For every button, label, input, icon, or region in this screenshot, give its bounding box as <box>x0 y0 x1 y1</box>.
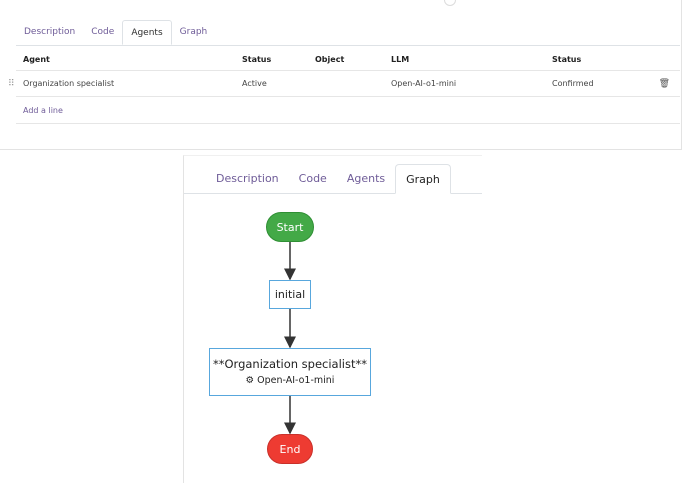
tab-code-graph[interactable]: Code <box>298 172 327 185</box>
header-llm[interactable]: LLM <box>391 55 410 64</box>
cell-status-2[interactable]: Confirmed <box>552 79 594 88</box>
graph-panel: Description Code Agents Graph Start init… <box>183 155 482 483</box>
initial-node[interactable]: initial <box>269 280 311 309</box>
add-line-row: Add a line <box>16 99 680 124</box>
header-status[interactable]: Status <box>242 55 272 64</box>
agent-node[interactable]: **Organization specialist** ⚙ Open-AI-o1… <box>209 348 371 396</box>
drag-handle-icon[interactable]: ⠿ <box>8 79 14 89</box>
agent-node-llm: ⚙ Open-AI-o1-mini <box>246 374 335 388</box>
tab-description-graph[interactable]: Description <box>216 172 279 185</box>
cell-status[interactable]: Active <box>242 79 267 88</box>
header-agent[interactable]: Agent <box>23 55 50 64</box>
end-label: End <box>279 442 301 456</box>
cell-agent[interactable]: Organization specialist <box>23 79 115 88</box>
agent-node-llm-label: Open-AI-o1-mini <box>257 375 335 386</box>
agent-node-title: **Organization specialist** <box>213 357 367 371</box>
gear-icon: ⚙ <box>245 375 255 386</box>
tab-graph-graph[interactable]: Graph <box>395 164 451 194</box>
header-status-2[interactable]: Status <box>552 55 582 64</box>
add-line-link[interactable]: Add a line <box>23 106 63 115</box>
tab-graph[interactable]: Graph <box>179 27 208 37</box>
agents-panel: Description Code Agents Graph Agent Stat… <box>0 0 682 150</box>
tab-agents[interactable]: Agents <box>122 20 172 45</box>
start-label: Start <box>276 220 304 234</box>
end-node[interactable]: End <box>267 434 313 464</box>
initial-label: initial <box>274 288 306 301</box>
trash-icon[interactable]: 🗑 <box>658 79 670 89</box>
cell-llm[interactable]: Open-AI-o1-mini <box>391 79 457 88</box>
start-node[interactable]: Start <box>266 212 314 242</box>
graph-tab-bar: Description Code Agents Graph <box>184 164 482 194</box>
tab-code[interactable]: Code <box>91 27 115 37</box>
table-row[interactable]: ⠿ Organization specialist Active Open-AI… <box>8 72 680 97</box>
table-header: Agent Status Object LLM Status <box>16 50 680 71</box>
top-tab-bar: Description Code Agents Graph <box>16 20 680 46</box>
loading-circle-icon <box>444 0 456 6</box>
tab-description[interactable]: Description <box>24 27 76 37</box>
header-object[interactable]: Object <box>315 55 345 64</box>
graph-edges <box>284 242 296 435</box>
tab-agents-graph[interactable]: Agents <box>346 172 386 185</box>
